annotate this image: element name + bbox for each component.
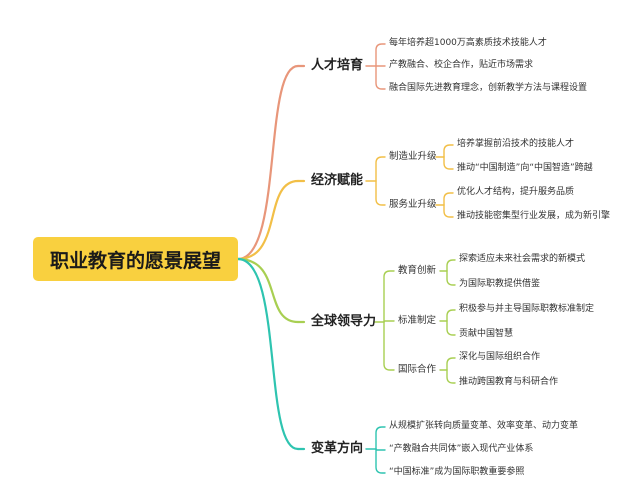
bracket-connector xyxy=(383,321,395,371)
branch-economic-empowerment[interactable]: 经济赋能 xyxy=(311,173,364,188)
bracket-connector xyxy=(446,369,456,384)
branch-global-leadership[interactable]: 全球领导力 xyxy=(311,314,377,329)
bracket-connector xyxy=(375,448,386,474)
leaf-item[interactable]: 从规模扩张转向质量变革、效率变革、动力变革 xyxy=(389,421,579,431)
subtopic-service-upgrade[interactable]: 服务业升级 xyxy=(389,199,437,210)
branch-connector xyxy=(236,257,300,324)
leaf-item[interactable]: 推动跨国教育与科研合作 xyxy=(459,377,559,387)
branch-connector xyxy=(236,179,300,261)
leaf-item[interactable]: 积极参与并主导国际职教标准制定 xyxy=(459,304,595,314)
leaf-item[interactable]: 深化与国际组织合作 xyxy=(459,352,541,362)
bracket-connector xyxy=(443,156,454,170)
root-topic[interactable]: 职业教育的愿景展望 xyxy=(33,237,238,281)
branch-talent-cultivation[interactable]: 人才培育 xyxy=(311,58,364,73)
leaf-item[interactable]: 推动技能密集型行业发展，成为新引擎 xyxy=(457,211,611,221)
bracket-connector xyxy=(375,180,386,206)
bracket-connector xyxy=(383,320,395,323)
bracket-connector xyxy=(375,156,386,182)
leaf-item[interactable]: 优化人才结构，提升服务品质 xyxy=(457,187,575,197)
bracket-connector xyxy=(446,270,456,286)
bracket-connector xyxy=(443,144,454,158)
leaf-item[interactable]: 为国际职教提供借鉴 xyxy=(459,279,541,289)
bracket-connector xyxy=(446,320,456,336)
bracket-connector xyxy=(383,270,395,323)
subtopic-international-cooperation[interactable]: 国际合作 xyxy=(398,364,437,375)
leaf-item[interactable]: 培养掌握前沿技术的技能人才 xyxy=(457,139,575,149)
subtopic-standard-setting[interactable]: 标准制定 xyxy=(398,315,437,326)
leaf-item[interactable]: 每年培养超1000万高素质技术技能人才 xyxy=(389,38,547,48)
bracket-connector xyxy=(446,259,456,272)
bracket-connector xyxy=(375,426,386,450)
leaf-item[interactable]: 探索适应未来社会需求的新模式 xyxy=(459,254,586,264)
leaf-item[interactable]: 贡献中国智慧 xyxy=(459,329,514,339)
leaf-item[interactable]: 产教融合、校企合作，贴近市场需求 xyxy=(389,60,534,70)
branch-connector xyxy=(236,64,300,261)
leaf-item[interactable]: “产教融合共同体”嵌入现代产业体系 xyxy=(389,444,534,454)
bracket-connector xyxy=(446,357,456,371)
branch-connector xyxy=(236,257,300,451)
leaf-item[interactable]: 融合国际先进教育理念，创新教学方法与课程设置 xyxy=(389,83,588,93)
bracket-connector xyxy=(375,448,386,451)
bracket-connector xyxy=(443,204,454,218)
bracket-connector xyxy=(375,65,386,90)
bracket-connector xyxy=(375,43,386,67)
branch-reform-direction[interactable]: 变革方向 xyxy=(311,441,364,456)
bracket-connector xyxy=(446,309,456,322)
bracket-connector xyxy=(443,192,454,206)
leaf-item[interactable]: “中国标准”成为国际职教重要参照 xyxy=(389,467,525,477)
subtopic-manufacturing-upgrade[interactable]: 制造业升级 xyxy=(389,151,437,162)
subtopic-education-innovation[interactable]: 教育创新 xyxy=(398,265,437,276)
leaf-item[interactable]: 推动“中国制造”向“中国智造”跨越 xyxy=(457,163,593,173)
